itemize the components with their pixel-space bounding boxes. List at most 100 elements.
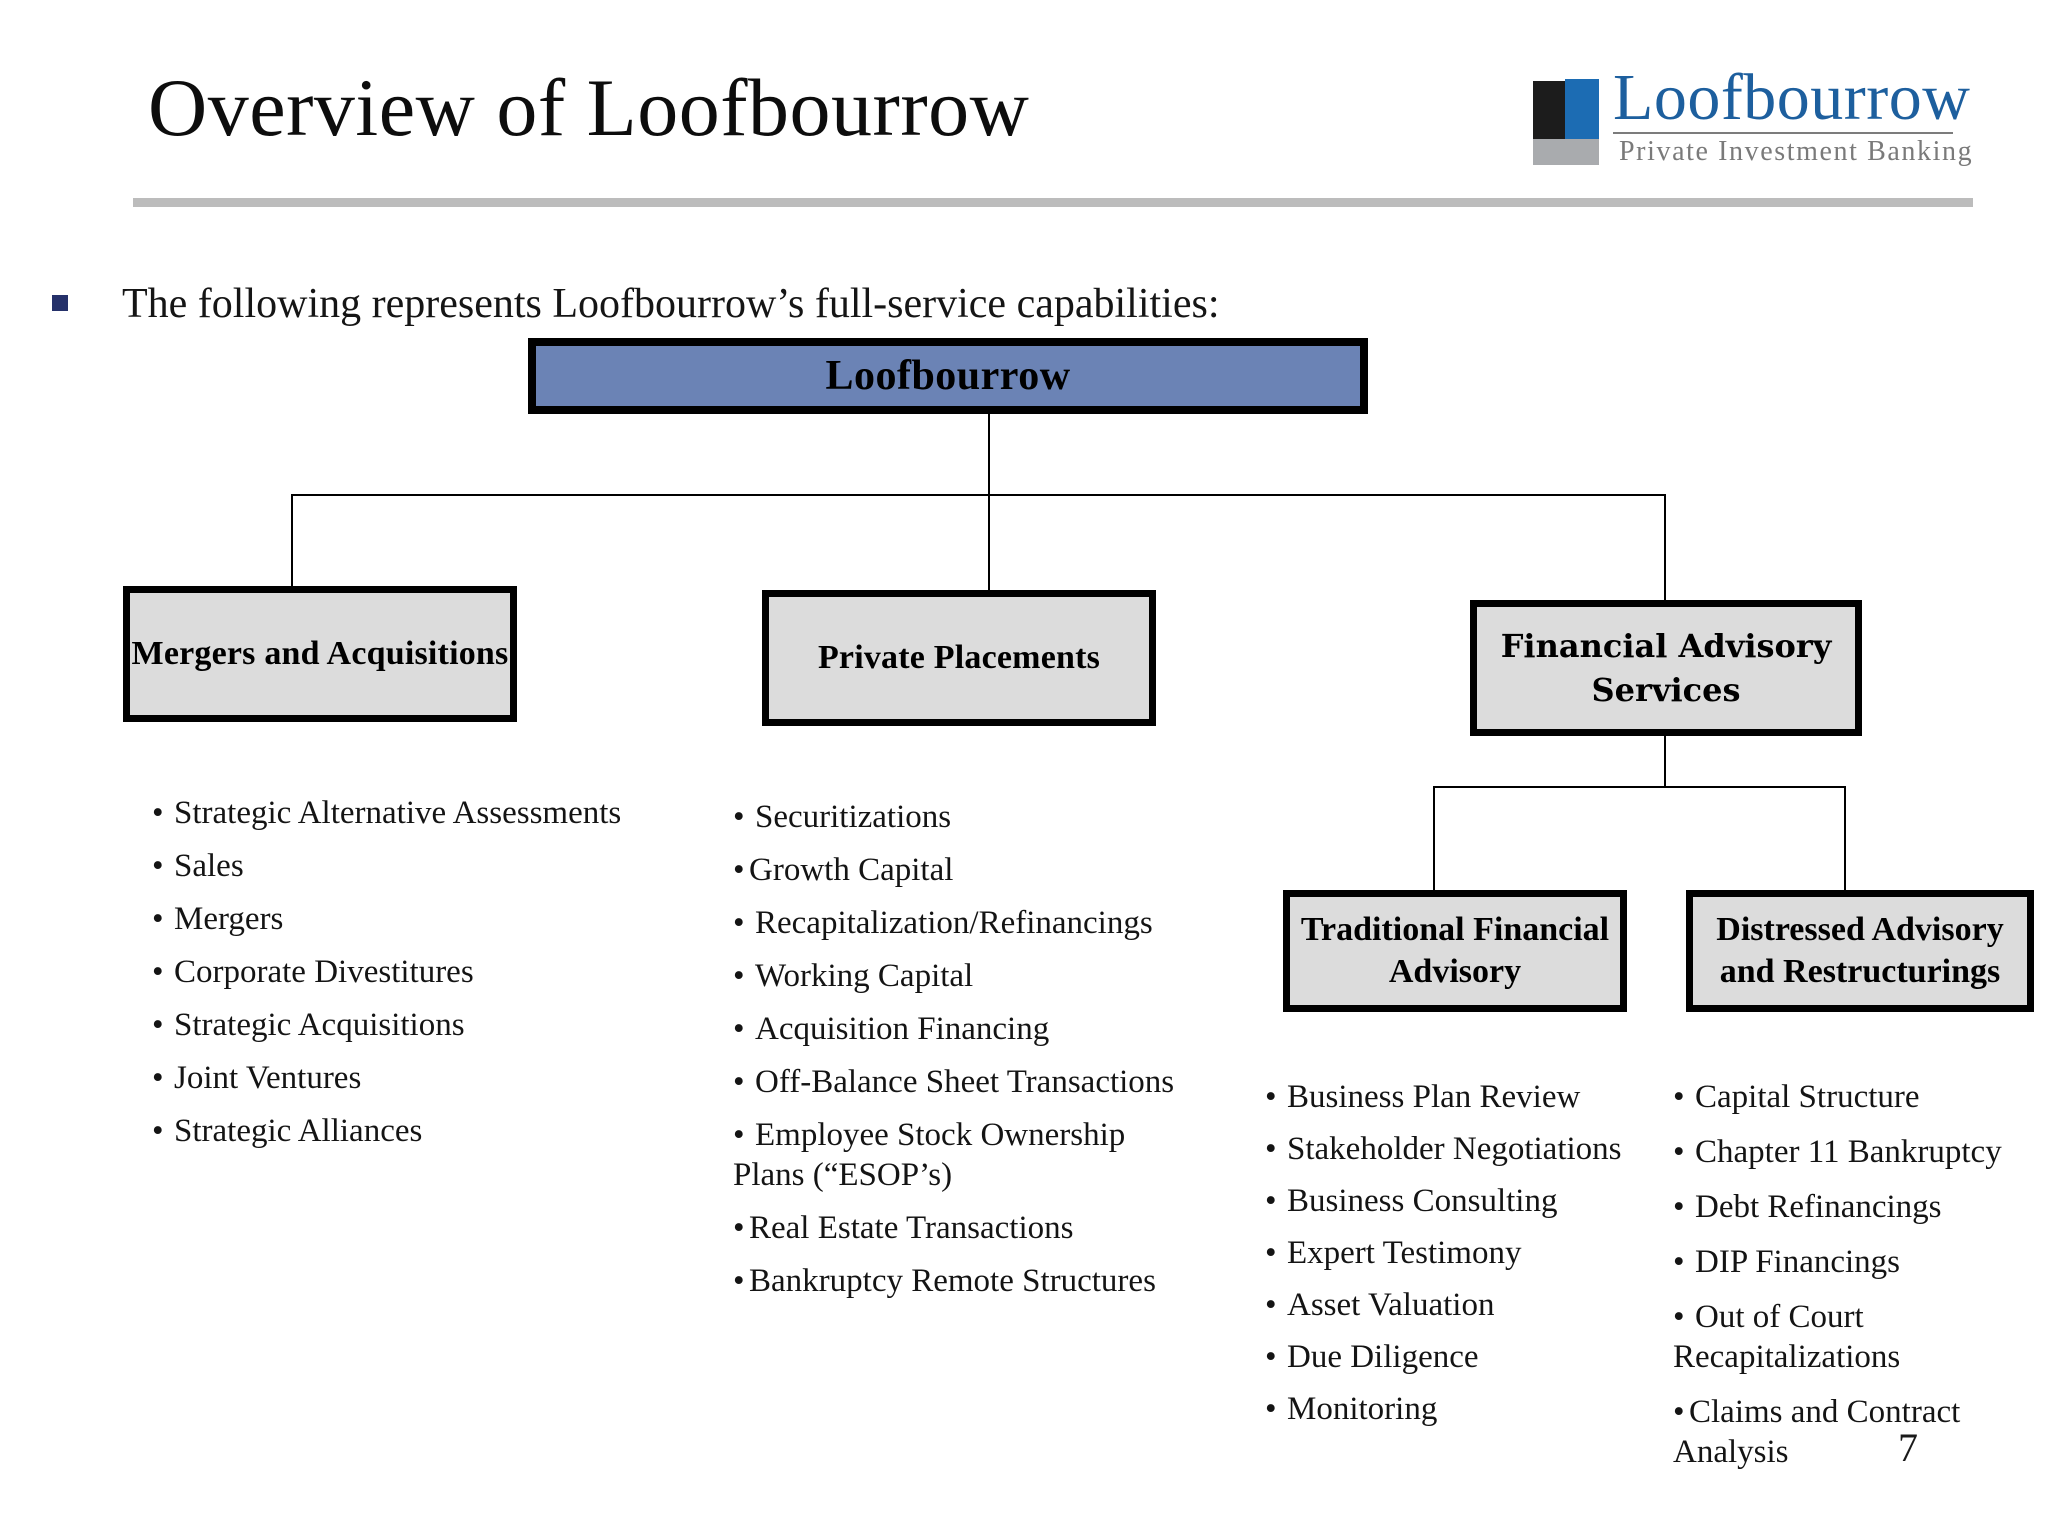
node-loofbourrow[interactable]: Loofbourrow	[528, 338, 1368, 414]
intro-text: The following represents Loofbourrow’s f…	[122, 281, 1220, 327]
node-distressed-advisory-and-restructurings[interactable]: Distressed Advisory and Restructurings	[1686, 890, 2034, 1012]
page-number: 7	[1898, 1425, 1918, 1470]
list-item-label: Corporate Divestitures	[174, 954, 474, 990]
list-item: • Strategic Alliances	[152, 1111, 622, 1151]
list-item: • Asset Valuation	[1265, 1285, 1625, 1325]
list-item: •Securitizations	[733, 797, 1203, 837]
list-item-label: Real Estate Transactions	[749, 1210, 1074, 1246]
logo-mark-grey-block-icon	[1533, 139, 1599, 165]
list-traditional-financial-advisory: •Business Plan Review•Stakeholder Negoti…	[1265, 1077, 1625, 1441]
bullet-dot-icon: •	[733, 1011, 745, 1047]
list-item-label: Sales	[174, 848, 244, 884]
list-item: •Bankruptcy Remote Structures	[733, 1261, 1203, 1301]
logo-tagline: Private Investment Banking	[1619, 136, 1974, 167]
list-item: •Working Capital	[733, 956, 1203, 996]
node-financial-advisory-services[interactable]: Financial Advisory Services	[1470, 600, 1862, 736]
list-item: •Employee Stock Ownership Plans (“ESOP’s…	[733, 1115, 1203, 1195]
list-item-label: Growth Capital	[749, 852, 954, 888]
bullet-dot-icon: •	[1265, 1339, 1277, 1375]
bullet-dot-icon: •	[733, 1117, 745, 1153]
list-item: • Corporate Divestitures	[152, 952, 622, 992]
connector-fas-down	[1664, 736, 1666, 788]
page-title: Overview of Loofbourrow	[148, 62, 1030, 153]
list-mergers-and-acquisitions: •Strategic Alternative Assessments•Sales…	[152, 793, 622, 1164]
node-traditional-financial-advisory-label: Traditional Financial Advisory	[1300, 911, 1610, 990]
list-item-label: Business Plan Review	[1287, 1079, 1581, 1115]
logo-mark-dark-block-icon	[1533, 81, 1565, 139]
list-distressed-advisory-and-restructurings: • Capital Structure • Chapter 11 Bankruptcy…	[1673, 1077, 2033, 1487]
connector-to-private-placements	[988, 494, 990, 592]
list-item: •Mergers	[152, 899, 622, 939]
connector-level1-horizontal	[291, 494, 1665, 496]
node-private-placements[interactable]: Private Placements	[762, 590, 1156, 726]
list-item-label: Chapter 11 Bankruptcy	[1695, 1134, 2002, 1170]
bullet-dot-icon: •	[733, 1064, 745, 1100]
bullet-dot-icon: •	[733, 1210, 745, 1246]
list-item-label: Debt Refinancings	[1695, 1189, 1942, 1225]
list-item: • Due Diligence	[1265, 1337, 1625, 1377]
list-item-label: Strategic Acquisitions	[174, 1007, 465, 1043]
list-item-label: Employee Stock Ownership Plans (“ESOP’s)	[733, 1117, 1126, 1193]
list-item: •Business Plan Review	[1265, 1077, 1625, 1117]
list-private-placements: •Securitizations•Growth Capital•Recapita…	[733, 797, 1203, 1314]
list-item-label: Asset Valuation	[1287, 1287, 1495, 1323]
node-mergers-and-acquisitions[interactable]: Mergers and Acquisitions	[123, 586, 517, 722]
list-item: • Acquisition Financing	[733, 1009, 1203, 1049]
bullet-dot-icon: •	[1265, 1131, 1277, 1167]
bullet-dot-icon: •	[1673, 1134, 1685, 1170]
square-bullet-icon	[52, 295, 68, 311]
list-item: • Business Consulting	[1265, 1181, 1625, 1221]
node-distressed-advisory-and-restructurings-label: Distressed Advisory and Restructurings	[1716, 911, 2004, 990]
list-item-label: Strategic Alliances	[174, 1113, 423, 1149]
list-item-label: Bankruptcy Remote Structures	[749, 1263, 1156, 1299]
list-item: •Joint Ventures	[152, 1058, 622, 1098]
company-logo: Loofbourrow Private Investment Banking	[1533, 58, 1972, 167]
list-item: • DIP Financings	[1673, 1242, 2033, 1282]
list-item-label: Capital Structure	[1695, 1079, 1920, 1115]
bullet-dot-icon: •	[1265, 1235, 1277, 1271]
connector-root-down	[988, 414, 990, 496]
list-item: •Claims and Contract Analysis	[1673, 1392, 2033, 1472]
list-item: •Out of Court Recapitalizations	[1673, 1297, 2033, 1377]
connector-to-distressed-advisory	[1844, 786, 1846, 892]
bullet-dot-icon: •	[152, 901, 164, 937]
bullet-dot-icon: •	[1673, 1394, 1685, 1430]
list-item: • Chapter 11 Bankruptcy	[1673, 1132, 2033, 1172]
node-traditional-financial-advisory[interactable]: Traditional Financial Advisory	[1283, 890, 1627, 1012]
bullet-dot-icon: •	[733, 1263, 745, 1299]
node-mergers-and-acquisitions-label: Mergers and Acquisitions	[131, 635, 509, 672]
bullet-dot-icon: •	[152, 1113, 164, 1149]
bullet-dot-icon: •	[1265, 1287, 1277, 1323]
list-item: • Strategic Acquisitions	[152, 1005, 622, 1045]
bullet-dot-icon: •	[1265, 1183, 1277, 1219]
bullet-dot-icon: •	[152, 1007, 164, 1043]
list-item: •Strategic Alternative Assessments	[152, 793, 622, 833]
list-item: • Monitoring	[1265, 1389, 1625, 1429]
bullet-dot-icon: •	[733, 852, 745, 888]
list-item: •Real Estate Transactions	[733, 1208, 1203, 1248]
bullet-dot-icon: •	[1673, 1079, 1685, 1115]
list-item-label: DIP Financings	[1695, 1244, 1901, 1280]
node-loofbourrow-label: Loofbourrow	[825, 353, 1071, 399]
bullet-dot-icon: •	[1265, 1391, 1277, 1427]
bullet-dot-icon: •	[1673, 1189, 1685, 1225]
list-item: • Debt Refinancings	[1673, 1187, 2033, 1227]
logo-mark-blue-block-icon	[1565, 79, 1599, 139]
connector-level2-horizontal	[1433, 786, 1846, 788]
list-item-label: Strategic Alternative Assessments	[174, 795, 622, 831]
connector-to-ma	[291, 494, 293, 588]
bullet-dot-icon: •	[1673, 1244, 1685, 1280]
bullet-dot-icon: •	[152, 1060, 164, 1096]
list-item-label: Out of Court Recapitalizations	[1673, 1299, 1901, 1375]
list-item-label: Due Diligence	[1287, 1339, 1479, 1375]
list-item-label: Claims and Contract Analysis	[1673, 1394, 1961, 1470]
list-item: • Capital Structure	[1673, 1077, 2033, 1117]
connector-to-traditional-advisory	[1433, 786, 1435, 892]
list-item-label: Monitoring	[1287, 1391, 1438, 1427]
list-item-label: Business Consulting	[1287, 1183, 1558, 1219]
title-divider	[133, 198, 1973, 207]
list-item-label: Acquisition Financing	[755, 1011, 1050, 1047]
connector-to-financial-advisory	[1664, 494, 1666, 602]
bullet-dot-icon: •	[152, 954, 164, 990]
